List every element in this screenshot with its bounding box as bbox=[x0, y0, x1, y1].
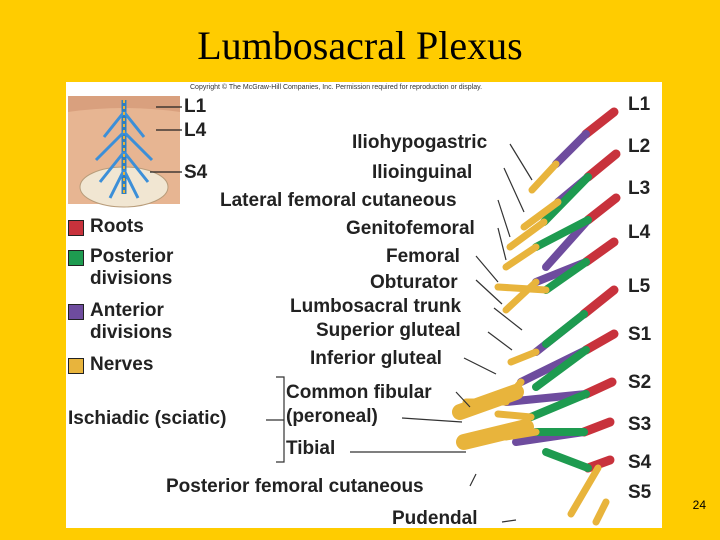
back-thumbnail bbox=[68, 96, 182, 208]
level-l2: L2 bbox=[628, 136, 651, 157]
label-tibial: Tibial bbox=[286, 438, 336, 459]
legend-roots: Roots bbox=[68, 216, 144, 238]
thumbnail-label-l1: L1 bbox=[184, 96, 207, 117]
level-l5: L5 bbox=[628, 276, 651, 297]
thumbnail-label-s4: S4 bbox=[184, 162, 208, 183]
sciatic-trunk bbox=[452, 384, 534, 450]
legend-swatch-nerves bbox=[68, 358, 84, 374]
label-obturator: Obturator bbox=[370, 272, 458, 293]
label-genitofemoral: Genitofemoral bbox=[346, 218, 475, 239]
level-s2: S2 bbox=[628, 372, 652, 393]
level-s1: S1 bbox=[628, 324, 652, 345]
copyright-notice: Copyright © The McGraw-Hill Companies, I… bbox=[190, 84, 483, 91]
label-inferior-gluteal: Inferior gluteal bbox=[310, 348, 442, 369]
legend-swatch-posterior bbox=[68, 250, 84, 266]
label-femoral: Femoral bbox=[386, 246, 460, 267]
label-posterior-femoral-cutaneous: Posterior femoral cutaneous bbox=[166, 476, 424, 497]
thumbnail-label-l4: L4 bbox=[184, 120, 207, 141]
roots bbox=[579, 107, 621, 473]
legend-nerves: Nerves bbox=[68, 354, 153, 376]
legend-label-posterior: Posterior divisions bbox=[90, 246, 174, 289]
diagram-panel: Copyright © The McGraw-Hill Companies, I… bbox=[66, 82, 662, 528]
label-ischiadic-sciatic: Ischiadic (sciatic) bbox=[68, 408, 227, 429]
posterior-divisions bbox=[527, 173, 592, 472]
page-number: 24 bbox=[692, 498, 706, 512]
level-l3: L3 bbox=[628, 178, 651, 199]
level-l1: L1 bbox=[628, 94, 651, 115]
leader-lines bbox=[266, 143, 533, 523]
level-s3: S3 bbox=[628, 414, 652, 435]
label-iliohypogastric: Iliohypogastric bbox=[352, 132, 488, 153]
level-l4: L4 bbox=[628, 222, 651, 243]
legend-anterior: Anterior divisions bbox=[68, 300, 172, 344]
slide-title: Lumbosacral Plexus bbox=[197, 23, 523, 68]
legend-swatch-anterior bbox=[68, 304, 84, 320]
label-superior-gluteal: Superior gluteal bbox=[316, 320, 461, 341]
label-ilioinguinal: Ilioinguinal bbox=[372, 162, 473, 183]
legend-swatch-roots bbox=[68, 220, 84, 236]
level-s5: S5 bbox=[628, 482, 652, 503]
label-pudendal: Pudendal bbox=[392, 508, 478, 528]
label-lumbosacral-trunk: Lumbosacral trunk bbox=[290, 296, 462, 317]
label-common-fibular: Common fibular bbox=[286, 382, 432, 403]
legend-label-anterior: Anterior divisions bbox=[90, 300, 173, 343]
label-lateral-femoral-cutaneous: Lateral femoral cutaneous bbox=[220, 190, 457, 211]
legend-posterior: Posterior divisions bbox=[68, 246, 173, 290]
level-s4: S4 bbox=[628, 452, 652, 473]
label-peroneal: (peroneal) bbox=[286, 406, 378, 427]
plexus-illustration bbox=[68, 96, 621, 526]
legend-label-nerves: Nerves bbox=[90, 354, 154, 375]
legend-label-roots: Roots bbox=[90, 216, 144, 237]
